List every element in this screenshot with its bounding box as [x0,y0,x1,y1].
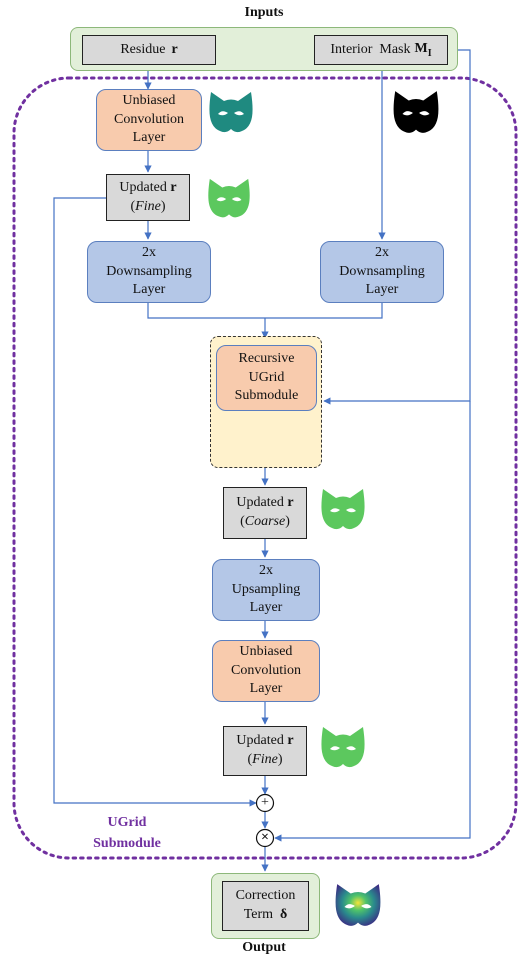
residue-symbol: r [171,41,178,57]
updated-fine-bottom-italic: Fine [252,752,278,767]
multiply-operator [255,828,275,848]
updated-fine-top-symbol: r [170,179,177,195]
interior-mask-label: Interior Mask [330,41,411,57]
residue-label: Residue [120,41,166,57]
correction-symbol: δ [280,907,288,922]
up-line3: Layer [249,600,283,616]
paren-open: ( [247,752,253,767]
top-conv-line3: Layer [132,130,166,146]
downsampling-layer-right: 2x Downsampling Layer [320,241,444,303]
correction-line2: Term δ [244,906,288,925]
connector-skip-to-add [53,197,257,807]
down-right-line1: 2x [375,244,389,260]
interior-mask-box: Interior Mask MI [314,35,448,65]
connector-downs-merge [147,303,383,319]
bottom-convolution-layer: Unbiased Convolution Layer [212,640,320,702]
updated-fine-top-word: Updated [119,179,167,195]
updated-coarse-line1: Updated r [236,494,293,513]
recursive-line3: Submodule [234,388,299,404]
interior-mask-symbol: MI [414,40,431,60]
updated-fine-bottom-box: Updated r (Fine) [223,726,307,776]
bottom-conv-line3: Layer [249,681,283,697]
correction-word: Term [243,907,274,922]
cat-mask-icon-green [321,489,365,530]
ugrid-submodule-label: UGrid Submodule [72,812,182,854]
top-convolution-layer: Unbiased Convolution Layer [96,89,202,151]
up-line2: Upsampling [231,581,301,597]
interior-mask-subscript: I [427,47,432,59]
upsampling-layer: 2x Upsampling Layer [212,559,320,621]
paren-close: ) [285,514,290,529]
down-right-line2: Downsampling [339,263,425,279]
updated-coarse-symbol: r [287,495,294,511]
down-left-line1: 2x [142,244,156,260]
multiply-symbol: × [261,830,269,845]
cat-mask-icon-teal [209,92,253,133]
output-title: Output [242,940,286,955]
paren-open: ( [130,198,136,214]
updated-coarse-line2: (Coarse) [240,513,290,532]
updated-coarse-word: Updated [236,495,284,511]
updated-fine-top-line2: (Fine) [131,198,166,217]
updated-fine-top-line1: Updated r [119,179,176,198]
cat-mask-icon-heatmap [335,884,381,926]
interior-mask-letter: M [414,40,428,56]
bottom-conv-line1: Unbiased [239,643,293,659]
connector-mask-to-mul [274,401,471,842]
updated-fine-bottom-line1: Updated r [236,732,293,751]
downsampling-layer-left: 2x Downsampling Layer [87,241,211,303]
recursive-line2: UGrid [248,369,285,385]
updated-fine-bottom-word: Updated [236,733,284,749]
add-operator [255,793,275,813]
down-right-line3: Layer [365,282,399,298]
cat-mask-icon-green [321,727,365,768]
submodule-label-line1: UGrid [107,815,147,830]
submodule-border [12,76,518,860]
updated-fine-bottom-symbol: r [287,733,294,749]
updated-fine-top-italic: Fine [135,198,161,214]
connectors [53,49,471,872]
updated-coarse-italic: Coarse [244,514,286,529]
bottom-conv-line2: Convolution [230,662,301,678]
correction-term-box: Correction Term δ [222,881,309,931]
correction-line1: Correction [235,888,296,904]
updated-coarse-box: Updated r (Coarse) [223,487,307,539]
down-left-line3: Layer [132,282,166,298]
paren-open: ( [240,514,245,529]
inputs-title: Inputs [244,5,284,20]
connector-mask-to-recursive [323,49,471,405]
down-left-line2: Downsampling [106,263,192,279]
recursive-line1: Recursive [238,350,295,366]
cat-mask-icon-green [208,178,250,218]
residue-box: Residue r [82,35,216,65]
recursive-ugrid-submodule: Recursive UGrid Submodule [216,345,317,411]
up-line1: 2x [259,562,273,578]
top-conv-line1: Unbiased [122,92,176,108]
cat-mask-icon-black [393,91,439,133]
updated-fine-bottom-line2: (Fine) [248,751,283,770]
paren-close: ) [160,198,166,214]
paren-close: ) [277,752,283,767]
top-conv-line2: Convolution [113,111,184,127]
add-symbol: + [261,795,269,810]
submodule-label-line2: Submodule [93,836,161,851]
updated-fine-top-box: Updated r (Fine) [106,174,190,221]
